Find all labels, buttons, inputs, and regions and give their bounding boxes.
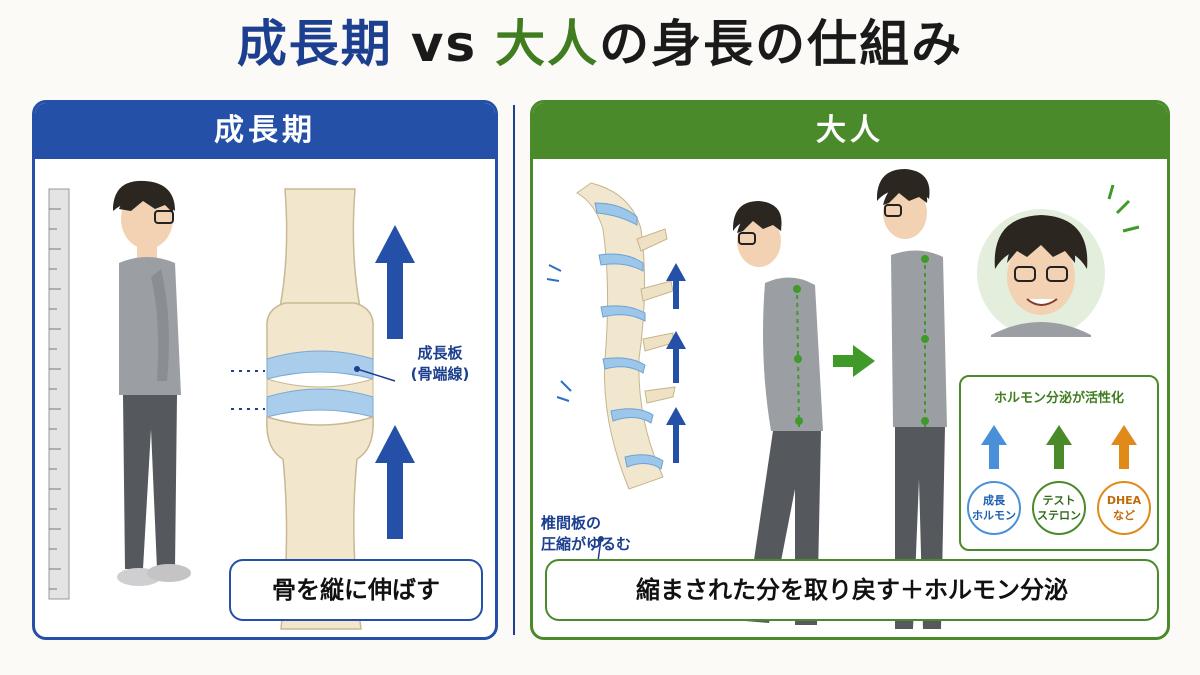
growth-period-panel: 成長期 <box>32 100 498 640</box>
growth-plate-label-line1: 成長板 <box>417 344 463 362</box>
dhea-line1: DHEA <box>1106 494 1142 507</box>
title-suffix: の身長の仕組み <box>599 15 964 73</box>
growth-up-arrow-top <box>375 225 415 339</box>
center-divider <box>513 105 515 635</box>
hormone-dhea: DHEA など <box>1097 481 1151 535</box>
growth-up-arrow-bottom <box>375 425 415 539</box>
disc-label-line2: 圧縮がゆるむ <box>541 535 632 553</box>
title-adult: 大人 <box>495 15 600 73</box>
growth-illustration <box>48 180 415 630</box>
title-growth-period: 成長期 <box>236 15 393 73</box>
growth-caption: 骨を縦に伸ばす <box>229 559 483 621</box>
growth-period-header: 成長期 <box>35 103 495 159</box>
hormone-arrow-green <box>1046 425 1072 469</box>
growth-hormone-line1: 成長 <box>983 494 1005 507</box>
adult-panel: 大人 <box>530 100 1170 640</box>
growth-plate-label: 成長板 (骨端線) <box>403 343 477 385</box>
hormone-testosterone: テスト ステロン <box>1032 481 1086 535</box>
dhea-line2: など <box>1113 509 1135 522</box>
hormone-arrow-blue <box>981 425 1007 469</box>
posture-change-arrow <box>833 345 875 377</box>
title-vs: vs <box>410 15 478 73</box>
spine-up-arrows <box>666 263 686 463</box>
smiling-man-portrait <box>977 184 1140 337</box>
testosterone-line2: ステロン <box>1037 509 1081 522</box>
growth-hormone-line2: ホルモン <box>972 509 1016 522</box>
adult-header: 大人 <box>533 103 1167 159</box>
growth-plate-label-line2: (骨端線) <box>410 365 470 383</box>
hormone-arrow-orange <box>1111 425 1137 469</box>
page-title: 成長期 vs 大人の身長の仕組み <box>0 14 1200 74</box>
hormone-box-title: ホルモン分泌が活性化 <box>993 391 1124 406</box>
adult-caption: 縮まされた分を取り戻す＋ホルモン分泌 <box>545 559 1159 621</box>
hormone-arrows <box>981 425 1137 469</box>
testosterone-line1: テスト <box>1042 494 1076 507</box>
hormone-growth-hormone: 成長 ホルモン <box>967 481 1021 535</box>
hormone-box: ホルモン分泌が活性化 成長 ホルモン テスト ステロン DHEA など <box>959 375 1159 551</box>
height-ruler <box>48 188 70 600</box>
disc-compression-label: 椎間板の 圧縮がゆるむ <box>541 513 631 555</box>
standing-boy <box>113 180 191 586</box>
disc-label-line1: 椎間板の <box>541 514 602 532</box>
